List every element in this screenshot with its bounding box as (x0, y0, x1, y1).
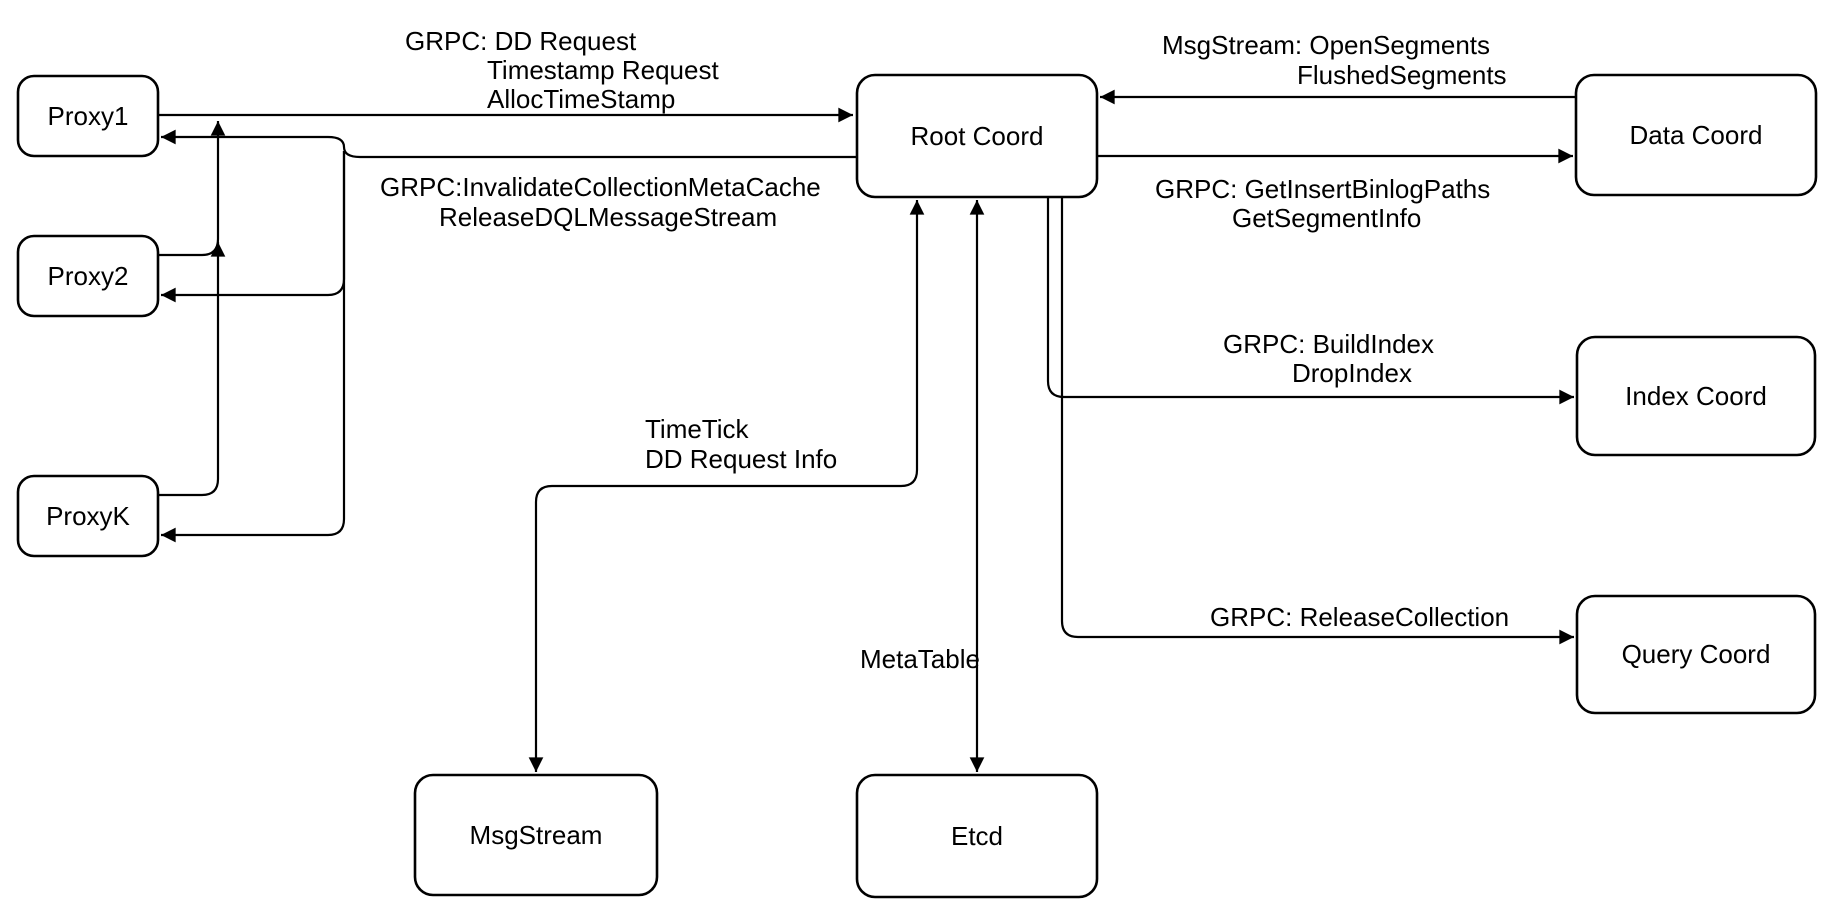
edge-label-data-to-root: MsgStream: OpenSegments FlushedSegments (1162, 30, 1507, 90)
node-proxy2-box (16, 234, 160, 318)
node-msgstream: MsgStream (413, 773, 659, 897)
node-proxy1-label: Proxy1 (48, 101, 129, 131)
edge-label-root-to-proxies: GRPC:InvalidateCollectionMetaCache Relea… (380, 172, 821, 232)
edge-label-line: GRPC: GetInsertBinlogPaths (1155, 174, 1490, 204)
edge-rootcoord-msgstream (528, 200, 925, 772)
node-proxy1: Proxy1 (16, 74, 160, 158)
node-data-coord: Data Coord (1574, 73, 1818, 197)
node-etcd-label: Etcd (951, 821, 1003, 851)
node-etcd-box (855, 773, 1099, 899)
edge-label-line: GRPC:InvalidateCollectionMetaCache (380, 172, 821, 202)
node-proxyk: ProxyK (16, 474, 160, 558)
node-index-coord-box (1575, 335, 1817, 457)
edge-label-line: GetSegmentInfo (1232, 203, 1421, 233)
edge-label-line: MetaTable (860, 644, 980, 674)
edge-label-root-to-etcd: MetaTable (860, 644, 980, 674)
edge-label-line: GRPC: DD Request (405, 26, 637, 56)
node-data-coord-box (1574, 73, 1818, 197)
edge-label-line: GRPC: BuildIndex (1223, 329, 1434, 359)
edge-rootcoord-to-proxyk (161, 151, 346, 543)
node-index-coord-label: Index Coord (1625, 381, 1767, 411)
edge-label-root-to-data: GRPC: GetInsertBinlogPaths GetSegmentInf… (1155, 174, 1490, 233)
edge-label-line: TimeTick (645, 414, 750, 444)
edge-rootcoord-to-proxy1 (161, 129, 856, 159)
node-root-coord-label: Root Coord (911, 121, 1044, 151)
node-proxy2: Proxy2 (16, 234, 160, 318)
edge-label-root-to-msgstream: TimeTick DD Request Info (645, 414, 837, 474)
edge-label-line: GRPC: ReleaseCollection (1210, 602, 1509, 632)
node-root-coord: Root Coord (855, 73, 1099, 199)
node-msgstream-label: MsgStream (470, 820, 603, 850)
edge-label-line: FlushedSegments (1297, 60, 1507, 90)
edge-rootcoord-to-proxy2 (161, 151, 346, 303)
edge-proxyk-merge-up (158, 242, 226, 497)
edge-label-line: MsgStream: OpenSegments (1162, 30, 1490, 60)
edge-rootcoord-to-indexcoord (1046, 197, 1574, 405)
edge-label-proxies-to-root: GRPC: DD Request Timestamp Request Alloc… (405, 26, 719, 114)
node-root-coord-box (855, 73, 1099, 199)
node-proxyk-label: ProxyK (46, 501, 130, 531)
node-etcd: Etcd (855, 773, 1099, 899)
edge-proxy2-merge-up (158, 121, 226, 257)
node-proxyk-box (16, 474, 160, 558)
edge-label-line: DropIndex (1292, 358, 1412, 388)
edge-label-root-to-query: GRPC: ReleaseCollection (1210, 602, 1509, 632)
edge-label-root-to-index: GRPC: BuildIndex DropIndex (1223, 329, 1434, 388)
node-query-coord: Query Coord (1575, 594, 1817, 715)
node-data-coord-label: Data Coord (1630, 120, 1763, 150)
edge-label-line: DD Request Info (645, 444, 837, 474)
edge-rootcoord-to-querycoord (1060, 197, 1574, 645)
node-query-coord-box (1575, 594, 1817, 715)
edge-label-line: ReleaseDQLMessageStream (439, 202, 777, 232)
edge-label-line: Timestamp Request (487, 55, 719, 85)
node-msgstream-box (413, 773, 659, 897)
node-proxy2-label: Proxy2 (48, 261, 129, 291)
node-index-coord: Index Coord (1575, 335, 1817, 457)
node-proxy1-box (16, 74, 160, 158)
node-query-coord-label: Query Coord (1622, 639, 1771, 669)
edge-label-line: AllocTimeStamp (487, 84, 675, 114)
